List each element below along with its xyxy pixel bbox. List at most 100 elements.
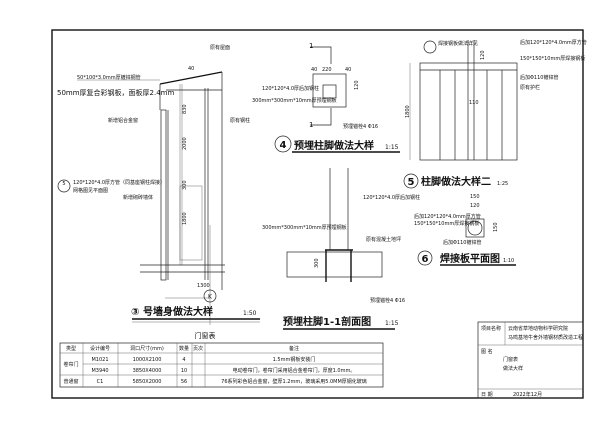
dim-b: 220 bbox=[322, 67, 332, 73]
dim-a: 40 bbox=[311, 67, 317, 73]
dim-c: 40 bbox=[345, 67, 351, 73]
detail-3-number: ③ bbox=[131, 307, 139, 318]
sheet-frame bbox=[51, 29, 584, 399]
detail-5-number: 5 bbox=[408, 177, 415, 188]
header-page: 页次 bbox=[193, 345, 203, 352]
title-block: 项目名称 云南省草地动物科学研究院 马鸣基地牛舍外墙钢材质改造工程 图 名 门窗… bbox=[477, 321, 584, 399]
header-size: 洞口尺寸(mm) bbox=[130, 345, 164, 352]
callout-number: 5 bbox=[62, 181, 65, 187]
detail-6-number: 6 bbox=[422, 254, 429, 265]
label-ref: 焊接钢板做法详见 bbox=[438, 40, 478, 47]
dim-150: 150 bbox=[470, 194, 480, 200]
drawing-name-2: 做法大样 bbox=[503, 365, 523, 372]
label-pipe: 后加Φ110镀锌管 bbox=[520, 74, 558, 81]
label-ref: 网格图见平面图 bbox=[73, 187, 108, 194]
label-alu: 新增铝合金窗 bbox=[108, 117, 138, 124]
detail-6-scale: 1:10 bbox=[503, 258, 514, 264]
dim-v3: 120 bbox=[354, 80, 360, 90]
section-mark-bottom: 1 bbox=[309, 121, 313, 129]
label-plate: 300mm*300mm*10mm厚预埋钢板 bbox=[252, 97, 337, 104]
detail-4-title: 预埋柱脚做法大样 bbox=[294, 139, 374, 152]
door-window-table: 门窗表 类型 设计编号 洞口尺寸(mm) 数量 页次 备注 卷帘门 普通窗 M1… bbox=[59, 331, 384, 388]
dim-110: 110 bbox=[469, 100, 479, 106]
cell-code: M1021 bbox=[91, 357, 108, 363]
dim-1800: 1800 bbox=[405, 105, 411, 118]
dim-300: 300 bbox=[182, 180, 188, 190]
detail-4-column-base-plan: 1 1 40 220 40 120 120*120*4.0厚后加钢柱 300mm… bbox=[252, 42, 400, 153]
dim-120: 120 bbox=[480, 50, 486, 60]
table-header: 类型 设计编号 洞口尺寸(mm) 数量 页次 备注 bbox=[66, 345, 299, 352]
label-anchor: 预埋锚栓4 Φ16 bbox=[343, 123, 378, 130]
section-1-1-title: 预埋柱脚1-1剖面图 bbox=[283, 315, 371, 328]
detail-6-title: 焊接板平面图 bbox=[440, 252, 500, 265]
dim-1800: 1800 bbox=[182, 212, 188, 225]
cell-size: 1000X2100 bbox=[133, 357, 162, 363]
label-anchor: 预埋锚栓4 Φ16 bbox=[370, 297, 405, 304]
label-plate: 300mm*300mm*10mm厚预埋钢板 bbox=[262, 224, 347, 231]
cell-size: 3850X4000 bbox=[133, 368, 162, 374]
header-type: 类型 bbox=[66, 345, 76, 352]
section-1-1: 300 120*120*4.0厚后加钢柱 300mm*300mm*10mm厚预埋… bbox=[262, 168, 420, 330]
detail-5-scale: 1:25 bbox=[497, 181, 508, 187]
label-pipe: 50*100*3.0mm厚镀锌钢管 bbox=[77, 74, 141, 81]
label-tube: 后加120*120*4.0mm厚方管 bbox=[414, 213, 481, 220]
detail-4-number: 4 bbox=[280, 140, 287, 151]
cell-code: M3940 bbox=[91, 368, 108, 374]
cell-size: 5850X2000 bbox=[133, 379, 162, 385]
label-wall: 新增砌砖墙体 bbox=[123, 194, 153, 201]
cell-qty: 56 bbox=[181, 379, 187, 385]
detail-6-plate-plan: 150 120 150 后加120*120*4.0mm厚方管 150*150*1… bbox=[414, 194, 516, 266]
group-door: 卷帘门 bbox=[63, 361, 78, 368]
label-rail: 原有护栏 bbox=[520, 84, 540, 91]
detail-3-wall-section: K 1300 830 2000 300 1800 40 50*100*3.0mm… bbox=[57, 44, 260, 325]
detail-3-scale: 1:50 bbox=[243, 310, 257, 317]
label-steel: 原有钢柱 bbox=[230, 117, 250, 124]
cell-qty: 4 bbox=[182, 357, 185, 363]
project-label: 项目名称 bbox=[481, 325, 501, 332]
table-row: C1 5850X2000 56 76系列彩色铝合金窗，壁厚1.2mm，玻璃采用5… bbox=[97, 378, 367, 385]
group-window: 普通窗 bbox=[63, 378, 78, 385]
cell-note: 电动卷帘门，卷帘门采用铝合金卷帘门，厚度1.0mm。 bbox=[233, 367, 356, 374]
label-plate: 150*150*10mm厚焊接钢板 bbox=[520, 55, 585, 62]
detail-5-title: 柱脚做法大样二 bbox=[421, 175, 491, 188]
label-concrete: 原有混凝土地坪 bbox=[366, 236, 401, 243]
section-1-1-scale: 1:15 bbox=[385, 320, 399, 327]
label-panel: 50mm厚复合彩钢板，面板厚2.4mm bbox=[57, 88, 174, 97]
axis-label: K bbox=[208, 294, 213, 301]
header-qty: 数量 bbox=[179, 345, 189, 352]
project-name-2: 马鸣基地牛舍外墙钢材质改造工程 bbox=[508, 334, 583, 341]
date-value: 2022年12月 bbox=[513, 391, 542, 398]
label-plate: 150*150*10mm厚焊接钢板 bbox=[414, 220, 479, 227]
label-pipe: 后加Φ110镀锌管 bbox=[443, 239, 481, 246]
dim-40: 40 bbox=[188, 66, 194, 72]
label-roof: 原有屋面 bbox=[210, 44, 230, 51]
date-label: 日 期 bbox=[481, 392, 493, 398]
cell-note: 1.5mm钢板安装门 bbox=[273, 356, 316, 363]
dim-300: 300 bbox=[314, 258, 320, 268]
table-title: 门窗表 bbox=[195, 331, 216, 340]
cell-note: 76系列彩色铝合金窗，壁厚1.2mm，玻璃采用5.0MM厚钢化玻璃 bbox=[221, 378, 367, 385]
dim-1300: 1300 bbox=[197, 283, 210, 289]
drawing-label: 图 名 bbox=[481, 348, 493, 355]
detail-5-elevation: 1800 110 120 后加120*120*4.0mm厚方管 150*150*… bbox=[403, 39, 587, 189]
label-tube: 120*120*4.0厚后加钢柱 bbox=[262, 85, 319, 92]
header-note: 备注 bbox=[289, 345, 299, 352]
dim-120: 120 bbox=[470, 203, 480, 209]
project-name-1: 云南省草地动物科学研究院 bbox=[508, 325, 568, 332]
detail-4-scale: 1:15 bbox=[385, 144, 399, 151]
table-row: M3940 3850X4000 10 电动卷帘门，卷帘门采用铝合金卷帘门，厚度1… bbox=[91, 367, 355, 374]
header-code: 设计编号 bbox=[90, 345, 110, 352]
detail-3-title: 号墙身做法大样 bbox=[143, 305, 213, 318]
cell-code: C1 bbox=[97, 379, 104, 385]
dim-830: 830 bbox=[182, 104, 188, 114]
label-post: 120*120*4.0厚方管（同基座钢柱焊接） bbox=[73, 179, 165, 186]
drawing-name-1: 门窗表 bbox=[503, 356, 518, 363]
label-top: 后加120*120*4.0mm厚方管 bbox=[520, 39, 587, 46]
dim-v150: 150 bbox=[493, 222, 499, 232]
axis-bubble bbox=[203, 289, 217, 303]
dim-2000: 2000 bbox=[182, 137, 188, 150]
cell-qty: 10 bbox=[181, 368, 187, 374]
label-tube: 120*120*4.0厚后加钢柱 bbox=[363, 194, 420, 201]
section-mark-top: 1 bbox=[309, 42, 313, 50]
